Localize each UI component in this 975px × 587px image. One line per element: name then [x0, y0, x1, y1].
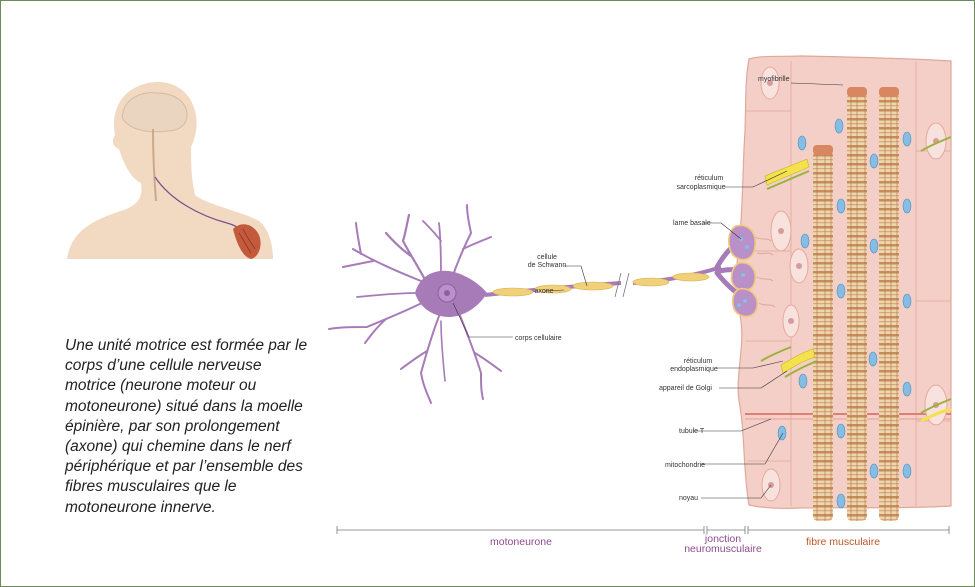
label-lame-basale: lame basale — [673, 220, 711, 227]
label-reticulum-sarco-line1: réticulum — [695, 175, 724, 182]
body-silhouette-illustration — [67, 82, 273, 259]
label-axone: axone — [534, 288, 553, 295]
label-myofibrille: myofibrille — [758, 76, 790, 83]
label-tubule-t: tubule T — [679, 428, 705, 435]
label-reticulum-endo-line2: endoplasmique — [670, 366, 718, 373]
label-reticulum-endo-line1: réticulum — [684, 358, 713, 365]
brain-shape — [122, 93, 187, 132]
section-label-motoneurone: motoneurone — [490, 536, 552, 548]
section-label-fibre: fibre musculaire — [806, 536, 880, 548]
myofibril — [879, 87, 899, 521]
label-schwann-line1: cellule — [537, 254, 557, 261]
myofibril — [847, 87, 867, 521]
section-label-neuromusculaire: neuromusculaire — [684, 543, 762, 555]
myofibrils — [813, 87, 899, 521]
section-ruler — [337, 526, 949, 534]
label-schwann-line2: de Schwann — [528, 262, 567, 269]
label-noyau: noyau — [679, 495, 698, 502]
caption-text: Une unité motrice est formée par le corp… — [65, 336, 315, 518]
muscle-fibre-block — [736, 56, 951, 508]
axon — [485, 267, 721, 297]
myofibril — [813, 145, 833, 521]
label-reticulum-sarco-line2: sarcoplasmique — [676, 184, 725, 191]
label-corps-cellulaire: corps cellulaire — [515, 335, 562, 342]
label-mitochondrie: mitochondrie — [665, 462, 705, 469]
label-golgi: appareil de Golgi — [659, 385, 712, 392]
